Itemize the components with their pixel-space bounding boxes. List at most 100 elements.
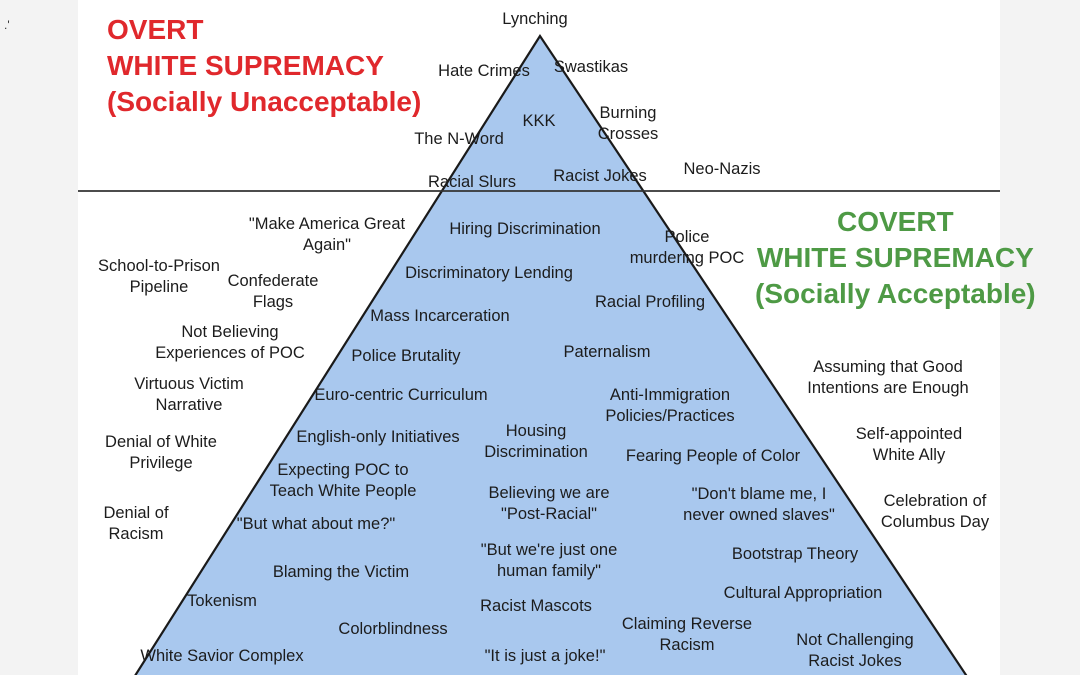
overt-heading-line3: (Socially Unacceptable) <box>107 86 422 117</box>
label-colorblindness-line: Colorblindness <box>338 620 448 638</box>
label-just-a-joke: "It is just a joke!" <box>485 646 606 667</box>
label-hiring-discrimination-line: Hiring Discrimination <box>449 220 601 238</box>
label-blaming-the-victim: Blaming the Victim <box>273 562 409 583</box>
label-kkk: KKK <box>522 111 555 132</box>
label-believing-post-racial-line: Believing we are <box>488 484 610 502</box>
label-one-human-family-line: human family" <box>497 562 601 580</box>
label-burning-crosses-line: Crosses <box>597 125 659 143</box>
label-make-america-great-line: "Make America Great <box>248 215 406 233</box>
label-tokenism-line: Tokenism <box>187 592 257 610</box>
label-neo-nazis-line: Neo-Nazis <box>683 160 761 178</box>
label-good-intentions-line: Assuming that Good <box>813 358 963 376</box>
label-one-human-family: "But we're just one human family" <box>481 540 618 582</box>
label-not-believing-line: Not Believing <box>181 323 279 341</box>
label-virtuous-victim-line: Narrative <box>155 396 223 414</box>
label-cultural-appropriation-line: Cultural Appropriation <box>723 584 883 602</box>
label-not-believing-line: Experiences of POC <box>155 344 305 362</box>
label-expecting-poc-line: Expecting POC to <box>277 461 409 479</box>
label-english-only-line: English-only Initiatives <box>296 428 460 446</box>
stray-mark: .' <box>4 18 10 32</box>
label-what-about-me-line: "But what about me?" <box>236 515 396 533</box>
label-neo-nazis: Neo-Nazis <box>683 159 760 180</box>
label-hate-crimes-line: Hate Crimes <box>438 62 530 80</box>
label-police-murdering-poc-line: Police <box>664 228 710 246</box>
label-police-brutality-line: Police Brutality <box>351 347 461 365</box>
label-denial-of-racism-line: Denial of <box>103 504 169 522</box>
label-racist-mascots-line: Racist Mascots <box>480 597 592 615</box>
label-good-intentions-line: Intentions are Enough <box>807 379 969 397</box>
label-colorblindness: Colorblindness <box>338 619 447 640</box>
label-racist-jokes: Racist Jokes <box>553 166 647 187</box>
label-denial-of-racism-line: Racism <box>108 525 164 543</box>
pyramid-shape <box>134 33 968 675</box>
label-kkk-line: KKK <box>522 112 556 130</box>
label-racial-slurs: Racial Slurs <box>428 172 516 193</box>
label-housing-discrimination-line: Discrimination <box>484 443 588 461</box>
label-paternalism: Paternalism <box>563 342 650 363</box>
label-believing-post-racial-line: "Post-Racial" <box>500 505 598 523</box>
label-dont-blame-me-line: "Don't blame me, I <box>691 485 827 503</box>
label-not-challenging-line: Not Challenging <box>796 631 914 649</box>
label-cultural-appropriation: Cultural Appropriation <box>724 583 883 604</box>
label-one-human-family-line: "But we're just one <box>480 541 618 559</box>
label-fearing-poc-line: Fearing People of Color <box>625 447 801 465</box>
label-hate-crimes: Hate Crimes <box>438 61 530 82</box>
label-expecting-poc-line: Teach White People <box>269 482 417 500</box>
label-swastikas-line: Swastikas <box>553 58 629 76</box>
label-discriminatory-lending-line: Discriminatory Lending <box>405 264 573 282</box>
label-not-challenging-line: Racist Jokes <box>808 652 902 670</box>
label-police-murdering-poc-line: murdering POC <box>629 249 745 267</box>
label-police-murdering-poc: Police murdering POC <box>630 227 745 269</box>
label-school-to-prison-line: Pipeline <box>129 278 189 296</box>
label-english-only: English-only Initiatives <box>296 427 459 448</box>
label-tokenism: Tokenism <box>187 591 257 612</box>
covert-heading-line3: (Socially Acceptable) <box>755 278 1036 309</box>
label-lynching-line: Lynching <box>502 10 568 28</box>
label-paternalism-line: Paternalism <box>563 343 651 361</box>
label-confederate-flags-line: Confederate <box>227 272 319 290</box>
label-self-appointed-ally-line: Self-appointed <box>855 425 963 443</box>
label-mass-incarceration-line: Mass Incarceration <box>370 307 510 325</box>
label-hiring-discrimination: Hiring Discrimination <box>449 219 600 240</box>
label-denial-white-privilege-line: Privilege <box>129 454 193 472</box>
label-just-a-joke-line: "It is just a joke!" <box>484 647 606 665</box>
label-racial-profiling-line: Racial Profiling <box>594 293 706 311</box>
label-expecting-poc: Expecting POC to Teach White People <box>270 460 417 502</box>
label-columbus-day-line: Celebration of <box>883 492 987 510</box>
label-white-savior: White Savior Complex <box>140 646 303 667</box>
label-self-appointed-ally-line: White Ally <box>872 446 946 464</box>
label-racial-profiling: Racial Profiling <box>595 292 705 313</box>
label-school-to-prison-line: School-to-Prison <box>98 257 220 275</box>
label-blaming-the-victim-line: Blaming the Victim <box>272 563 410 581</box>
label-claiming-reverse-racism-line: Racism <box>659 636 715 654</box>
label-discriminatory-lending: Discriminatory Lending <box>405 263 573 284</box>
label-claiming-reverse-racism-line: Claiming Reverse <box>621 615 753 633</box>
label-racial-slurs-line: Racial Slurs <box>427 173 517 191</box>
covert-heading-line1: COVERT <box>836 206 954 237</box>
label-housing-discrimination-line: Housing <box>505 422 567 440</box>
label-make-america-great-line: Again" <box>302 236 352 254</box>
covert-heading: COVERT WHITE SUPREMACY (Socially Accepta… <box>755 204 1036 312</box>
label-racist-jokes-line: Racist Jokes <box>553 167 647 185</box>
label-anti-immigration-line: Anti-Immigration <box>609 386 731 404</box>
label-lynching: Lynching <box>502 9 567 30</box>
label-what-about-me: "But what about me?" <box>237 514 395 535</box>
covert-heading-line2: WHITE SUPREMACY <box>756 242 1034 273</box>
label-bootstrap-theory-line: Bootstrap Theory <box>731 545 859 563</box>
label-virtuous-victim-line: Virtuous Victim <box>134 375 244 393</box>
label-denial-of-racism: Denial of Racism <box>103 503 168 545</box>
overt-heading: OVERT WHITE SUPREMACY (Socially Unaccept… <box>107 12 421 120</box>
